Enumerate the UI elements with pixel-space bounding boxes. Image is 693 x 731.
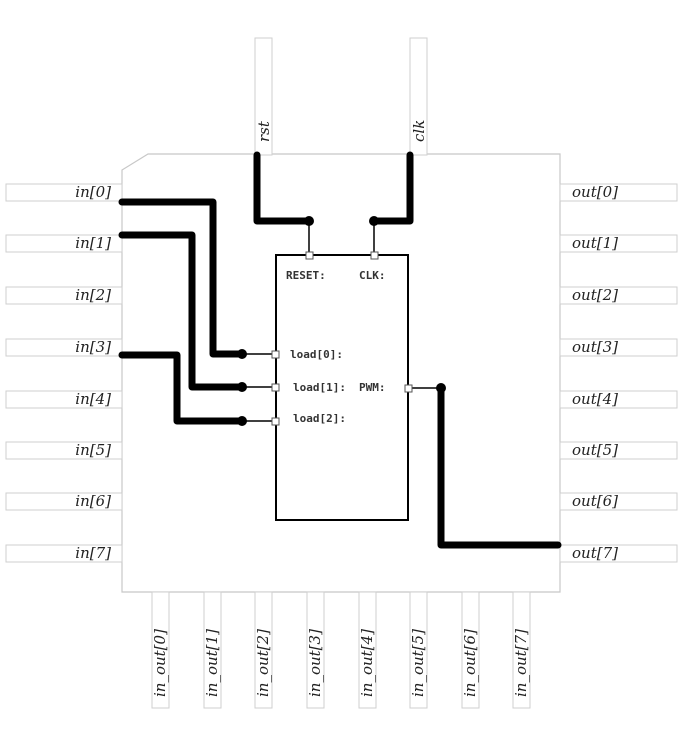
pin-inout-4-label: in_out[4] — [358, 629, 376, 697]
junction-dot — [304, 216, 314, 226]
pin-clk-label: clk — [410, 120, 428, 142]
pin-inout-3-label: in_out[3] — [306, 629, 324, 697]
pin-out-0-label: out[0] — [572, 183, 618, 201]
pin-inout-4[interactable] — [358, 591, 377, 709]
pin-inout-2[interactable] — [254, 591, 273, 709]
pin-in-2[interactable] — [5, 286, 123, 305]
pin-out-5-label: out[5] — [572, 441, 618, 459]
pin-in-0-label: in[0] — [75, 183, 111, 201]
pin-out-1-label: out[1] — [572, 234, 618, 252]
pin-in-2-label: in[2] — [75, 286, 111, 304]
pin-in-0[interactable] — [5, 183, 123, 202]
junction-dot — [237, 416, 247, 426]
pin-out-3[interactable] — [559, 338, 678, 357]
pin-out-5[interactable] — [559, 441, 678, 460]
pin-out-4[interactable] — [559, 390, 678, 409]
junction-dot — [436, 383, 446, 393]
pin-in-5-label: in[5] — [75, 441, 111, 459]
pin-clk[interactable] — [409, 37, 428, 156]
pin-out-4-label: out[4] — [572, 390, 618, 408]
pin-in-4[interactable] — [5, 390, 123, 409]
component-load1-label: load[1]: — [293, 381, 346, 394]
pin-out-1[interactable] — [559, 234, 678, 253]
pwm-component[interactable] — [275, 254, 409, 521]
pin-in-1[interactable] — [5, 234, 123, 253]
pin-out-3-label: out[3] — [572, 338, 618, 356]
pin-rst[interactable] — [254, 37, 273, 156]
pin-in-3[interactable] — [5, 338, 123, 357]
pin-in-6[interactable] — [5, 492, 123, 511]
port-pwm[interactable] — [404, 384, 413, 393]
pin-rst-label: rst — [255, 120, 273, 142]
port-load1[interactable] — [271, 383, 280, 392]
wire-clk[interactable] — [370, 151, 414, 225]
wire-in0-load0[interactable] — [118, 198, 246, 358]
wire-pwm-out7[interactable] — [437, 384, 562, 549]
pin-out-2[interactable] — [559, 286, 678, 305]
pin-inout-2-label: in_out[2] — [254, 629, 272, 697]
junction-dot — [369, 216, 379, 226]
pin-inout-1-label: in_out[1] — [203, 629, 221, 697]
pin-inout-6-label: in_out[6] — [461, 629, 479, 697]
port-load2[interactable] — [271, 417, 280, 426]
port-reset[interactable] — [305, 251, 314, 260]
pin-in-1-label: in[1] — [75, 234, 111, 252]
pin-in-6-label: in[6] — [75, 492, 111, 510]
pin-out-2-label: out[2] — [572, 286, 618, 304]
component-load0-label: load[0]: — [290, 348, 343, 361]
wires — [118, 151, 562, 549]
pin-inout-7-label: in_out[7] — [512, 629, 530, 697]
component-clk-label: CLK: — [359, 269, 386, 282]
pin-in-4-label: in[4] — [75, 390, 111, 408]
wire-rst[interactable] — [253, 151, 313, 225]
pin-inout-0[interactable] — [151, 591, 170, 709]
pin-in-7[interactable] — [5, 544, 123, 563]
pin-out-7-label: out[7] — [572, 544, 618, 562]
junction-dot — [237, 382, 247, 392]
component-pwm-label: PWM: — [359, 381, 386, 394]
pin-in-5[interactable] — [5, 441, 123, 460]
pin-inout-7[interactable] — [512, 591, 531, 709]
port-clk[interactable] — [370, 251, 379, 260]
component-reset-label: RESET: — [286, 269, 326, 282]
port-load0[interactable] — [271, 350, 280, 359]
pin-inout-6[interactable] — [461, 591, 480, 709]
pin-inout-5[interactable] — [409, 591, 428, 709]
pin-in-3-label: in[3] — [75, 338, 111, 356]
pin-inout-1[interactable] — [203, 591, 222, 709]
wire-in3-load2[interactable] — [118, 351, 246, 425]
pin-out-6[interactable] — [559, 492, 678, 511]
junction-dot — [237, 349, 247, 359]
pin-out-7[interactable] — [559, 544, 678, 563]
wire-in1-load1[interactable] — [118, 231, 246, 391]
pin-inout-5-label: in_out[5] — [409, 629, 427, 697]
pin-out-6-label: out[6] — [572, 492, 618, 510]
pin-in-7-label: in[7] — [75, 544, 111, 562]
pin-inout-3[interactable] — [306, 591, 325, 709]
pin-inout-0-label: in_out[0] — [151, 629, 169, 697]
component-load2-label: load[2]: — [293, 412, 346, 425]
pin-out-0[interactable] — [559, 183, 678, 202]
